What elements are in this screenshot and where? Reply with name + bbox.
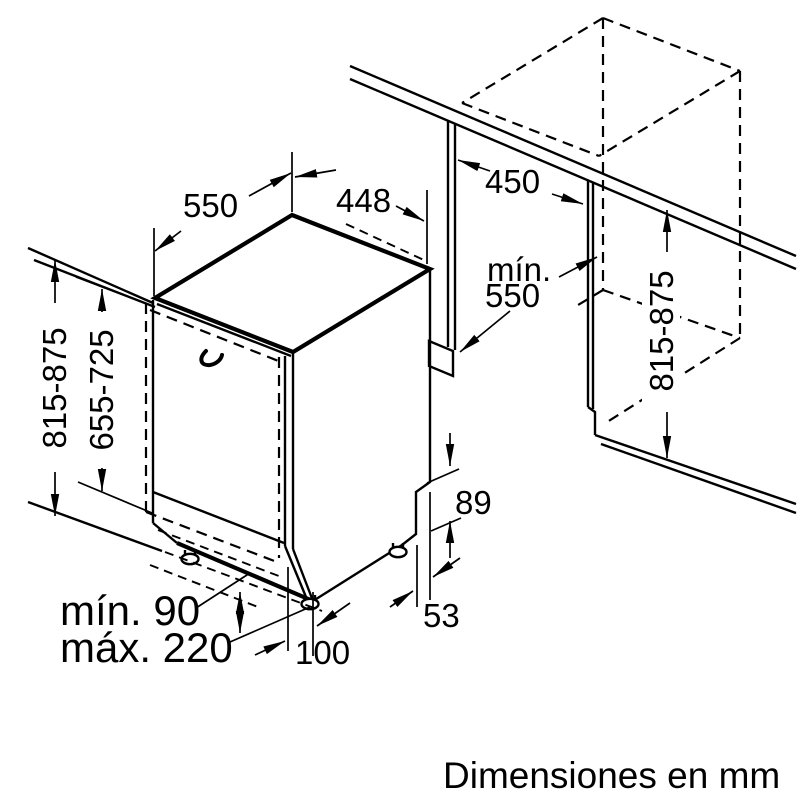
- dim-niche-depth-prefix: mín.: [487, 251, 551, 288]
- dim-plinth-max-label: máx. 220: [60, 624, 233, 671]
- side-panel: [427, 120, 457, 378]
- dim-plinth-min-label: mín. 90: [60, 587, 200, 634]
- niche-opening-edge: [586, 180, 797, 515]
- dim-top-depth: 550: [153, 152, 293, 296]
- dim-rear-offset: 53: [389, 492, 461, 634]
- dim-niche-height: 815-875: [642, 210, 680, 458]
- dim-appliance-width: 448: [294, 169, 428, 264]
- dim-plinth-height: mín. 90 máx. 220: [60, 572, 311, 671]
- dim-appliance-width-label: 448: [336, 182, 391, 219]
- dim-top-depth-label: 550: [183, 187, 238, 224]
- dim-niche-width-label: 450: [485, 163, 540, 200]
- dim-rear-offset-label: 53: [423, 597, 460, 634]
- dim-front-foot-offset-label: 100: [295, 634, 350, 671]
- dim-niche-depth: mín. 550: [459, 251, 598, 353]
- adjustable-feet: [180, 543, 408, 611]
- dim-rear-clearance-label: 89: [455, 484, 492, 521]
- niche-dashed-box: [461, 16, 742, 425]
- dim-appliance-height: 815-875: [36, 260, 73, 516]
- units-note: Dimensiones en mm: [443, 755, 780, 796]
- dim-door-panel-height: 655-725: [75, 276, 153, 514]
- dim-appliance-height-label: 815-875: [36, 327, 73, 448]
- dishwasher-body: [144, 212, 435, 603]
- dim-door-panel-height-label: 655-725: [83, 329, 120, 450]
- dim-rear-clearance: 89: [426, 433, 492, 558]
- door-handle: [199, 349, 224, 368]
- dim-niche-height-label: 815-875: [643, 270, 680, 391]
- dim-niche-depth-value: 550: [485, 277, 540, 314]
- dim-niche-width: 450: [457, 159, 584, 205]
- dim-front-foot-offset: 100: [254, 567, 351, 671]
